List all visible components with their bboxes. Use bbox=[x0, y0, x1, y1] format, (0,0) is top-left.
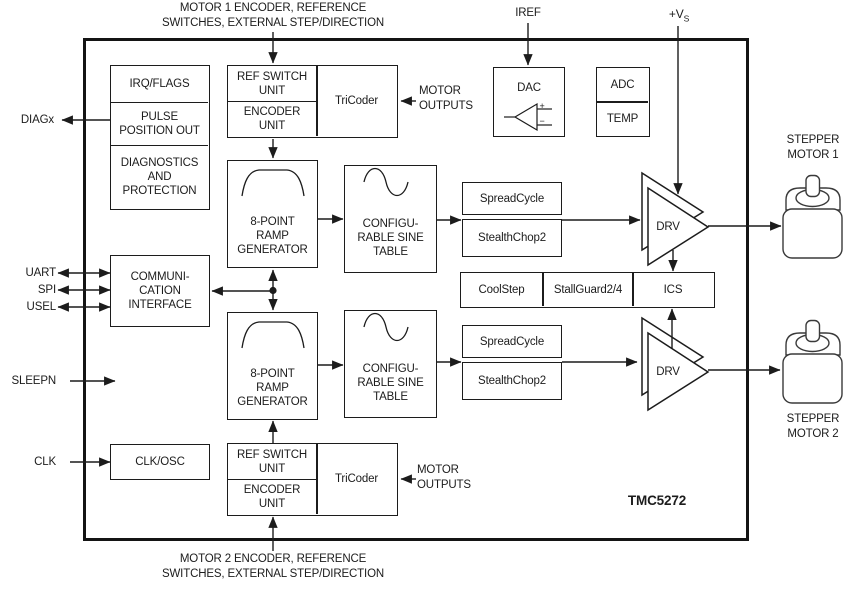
block-ramp-generator-2: 8-POINT RAMP GENERATOR bbox=[227, 312, 318, 420]
divider bbox=[111, 101, 208, 103]
ramp-curve-icon bbox=[241, 169, 305, 197]
sine-wave-icon bbox=[363, 312, 409, 342]
block-irq-flags: IRQ/FLAGS bbox=[129, 77, 190, 90]
divider bbox=[111, 144, 208, 146]
part-number: TMC5272 bbox=[627, 492, 687, 508]
iref-pin-label: IREF bbox=[515, 7, 541, 19]
opamp-plus-sign: + bbox=[540, 101, 545, 111]
block-temp: TEMP bbox=[606, 112, 639, 125]
stepper-motor1-icon bbox=[782, 174, 843, 259]
drv1-triangle-icon bbox=[647, 186, 710, 267]
uart-pin-label: UART bbox=[25, 267, 57, 279]
divider bbox=[597, 101, 648, 103]
block-status-stack: IRQ/FLAGS PULSE POSITION OUT DIAGNOSTICS… bbox=[110, 65, 210, 210]
divider bbox=[228, 100, 317, 102]
vs-subscript: S bbox=[683, 13, 690, 24]
block-stealthchop-2: StealthChop2 bbox=[462, 362, 562, 400]
block-ramp-generator-1: 8-POINT RAMP GENERATOR bbox=[227, 160, 318, 268]
stepper-motor2-icon bbox=[782, 319, 843, 404]
block-ics: ICS bbox=[663, 283, 683, 296]
clk-pin-label: CLK bbox=[34, 456, 56, 468]
block-spreadcycle-1: SpreadCycle bbox=[462, 182, 562, 215]
spi-pin-label: SPI bbox=[37, 284, 56, 296]
sleepn-pin-label: SLEEPN bbox=[11, 375, 57, 387]
drv2-triangle-icon bbox=[647, 331, 710, 412]
divider bbox=[542, 273, 544, 306]
block-encoder-unit-1: ENCODER UNIT bbox=[243, 105, 301, 132]
block-coolstep: CoolStep bbox=[478, 283, 525, 296]
diagx-pin-label: DIAGx bbox=[20, 114, 54, 126]
block-encoder-compound-1: REF SWITCH UNIT ENCODER UNIT TriCoder bbox=[227, 65, 398, 138]
block-current-control-row: CoolStep StallGuard2/4 ICS bbox=[460, 272, 715, 308]
drv2-label: DRV bbox=[656, 365, 680, 378]
stepper-motor2-label: STEPPER MOTOR 2 bbox=[786, 413, 840, 440]
divider bbox=[632, 273, 634, 306]
block-ref-switch-unit-2: REF SWITCH UNIT bbox=[236, 448, 308, 475]
block-comm-interface: COMMUNI- CATION INTERFACE bbox=[110, 255, 210, 327]
block-adc: ADC bbox=[610, 78, 635, 91]
vs-prefix: +V bbox=[668, 7, 684, 21]
motor2-io-label: MOTOR 2 ENCODER, REFERENCE SWITCHES, EXT… bbox=[161, 553, 385, 580]
divider bbox=[228, 478, 317, 480]
block-spreadcycle-2: SpreadCycle bbox=[462, 325, 562, 358]
block-ref-switch-unit-1: REF SWITCH UNIT bbox=[236, 70, 308, 97]
vs-pin-label: +VS bbox=[660, 7, 698, 26]
usel-pin-label: USEL bbox=[26, 301, 57, 313]
drv1-label: DRV bbox=[656, 220, 680, 233]
opamp-icon: + − bbox=[504, 101, 552, 132]
block-adc-temp: ADC TEMP bbox=[596, 67, 650, 137]
block-pulse-position-out: PULSE POSITION OUT bbox=[119, 110, 200, 137]
block-tricoder-2: TriCoder bbox=[334, 473, 379, 485]
stepper-motor1-label: STEPPER MOTOR 1 bbox=[786, 134, 840, 161]
motor1-io-label: MOTOR 1 ENCODER, REFERENCE SWITCHES, EXT… bbox=[161, 2, 385, 29]
block-encoder-compound-2: REF SWITCH UNIT ENCODER UNIT TriCoder bbox=[227, 443, 398, 516]
divider bbox=[316, 444, 318, 514]
block-sine-table-1: CONFIGU- RABLE SINE TABLE bbox=[344, 165, 437, 273]
motor-outputs-top-label: MOTOR OUTPUTS bbox=[419, 85, 473, 112]
ramp-curve-icon bbox=[241, 321, 305, 349]
opamp-minus-sign: − bbox=[540, 116, 545, 126]
divider bbox=[316, 66, 318, 136]
block-stallguard: StallGuard2/4 bbox=[553, 283, 623, 296]
block-clk-osc: CLK/OSC bbox=[110, 444, 210, 480]
block-diagnostics-protection: DIAGNOSTICS AND PROTECTION bbox=[120, 157, 199, 197]
block-sine-table-2: CONFIGU- RABLE SINE TABLE bbox=[344, 310, 437, 418]
junction-dot bbox=[269, 286, 277, 295]
sine-wave-icon bbox=[363, 167, 409, 197]
block-tricoder-1: TriCoder bbox=[334, 95, 379, 107]
block-encoder-unit-2: ENCODER UNIT bbox=[243, 483, 301, 510]
block-stealthchop-1: StealthChop2 bbox=[462, 219, 562, 257]
motor-outputs-bottom-label: MOTOR OUTPUTS bbox=[417, 464, 471, 491]
